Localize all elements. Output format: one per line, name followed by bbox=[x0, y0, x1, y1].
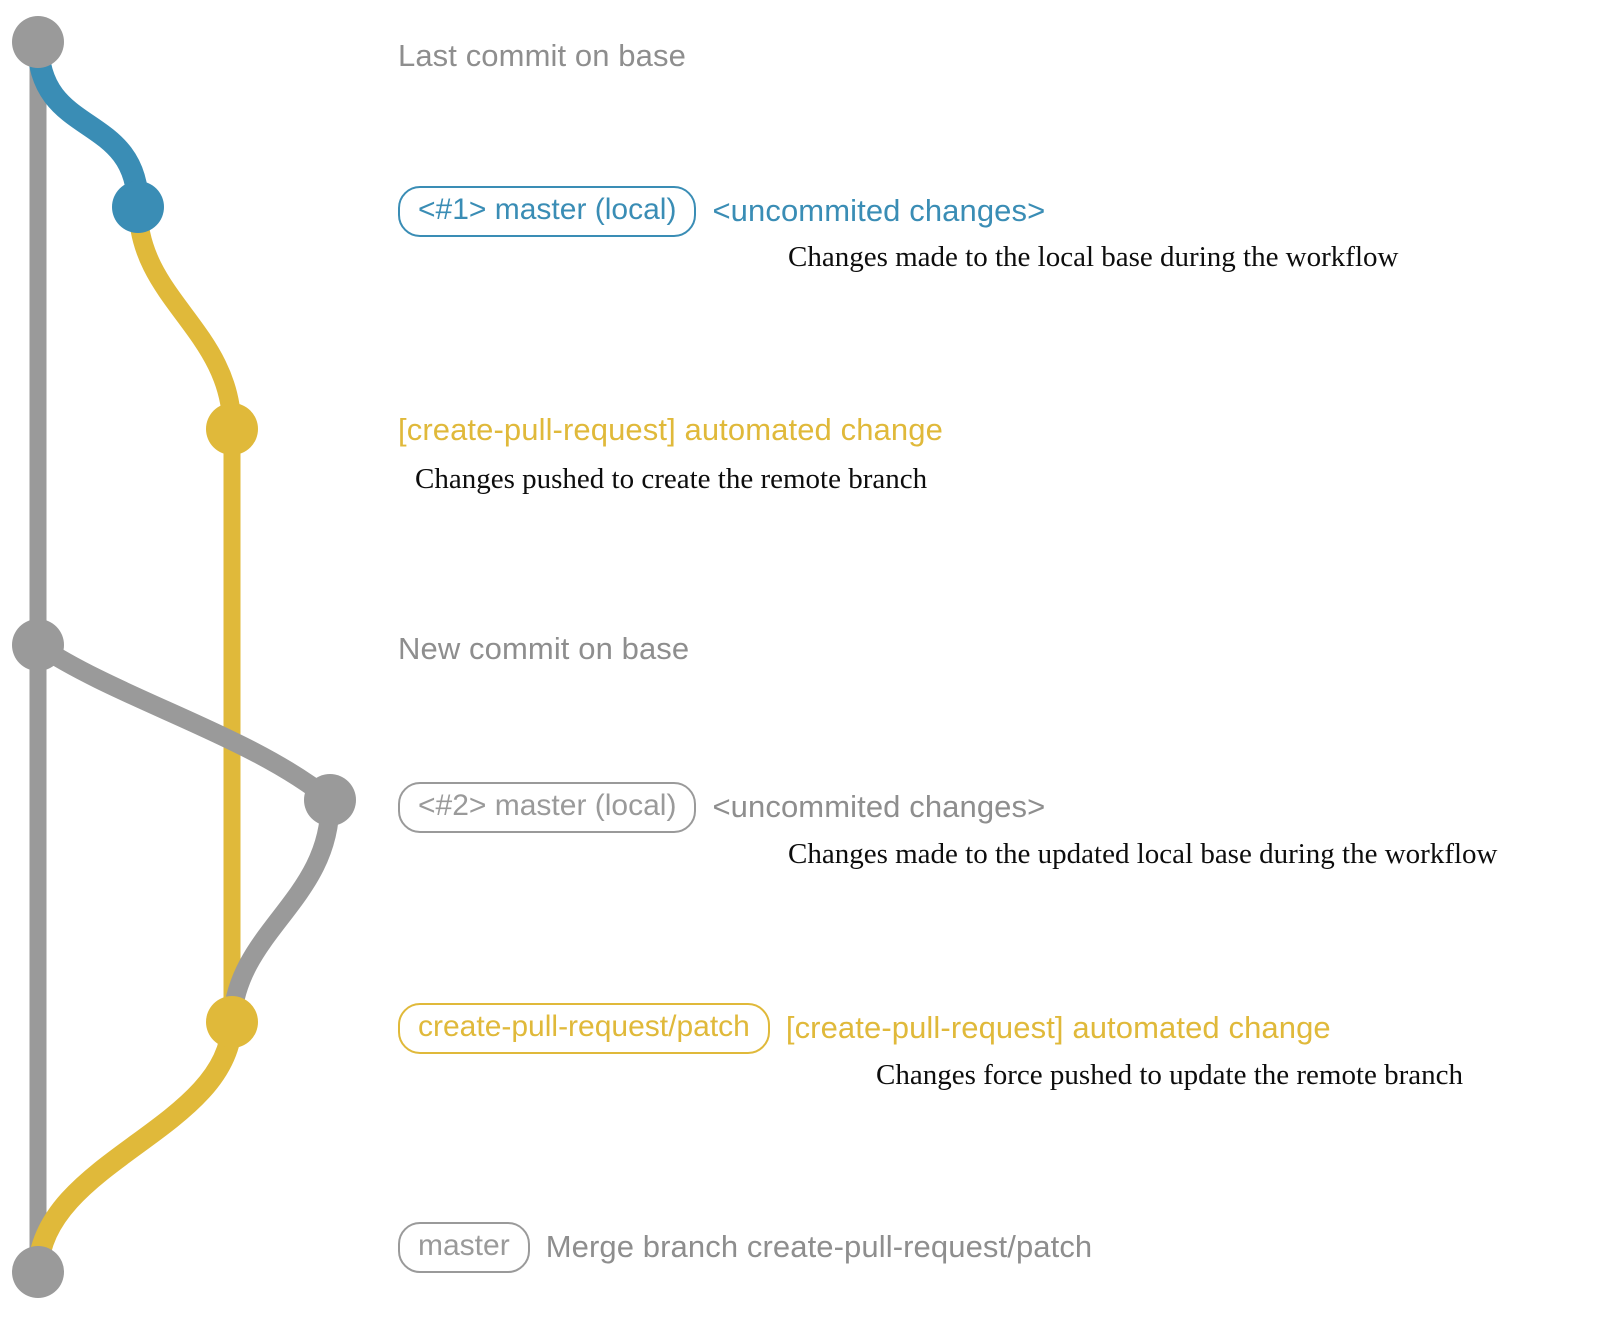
ref-badge-master-local-2[interactable]: <#2> master (local) bbox=[398, 782, 697, 833]
commit-description-patch-1: Changes pushed to create the remote bran… bbox=[415, 463, 928, 495]
commit-row-patch-1: [create-pull-request] automated change bbox=[398, 412, 943, 448]
commit-row-patch-2: create-pull-request/patch [create-pull-r… bbox=[398, 1003, 1331, 1054]
commit-description-patch-2: Changes force pushed to update the remot… bbox=[876, 1059, 1464, 1091]
commit-description-local-2: Changes made to the updated local base d… bbox=[788, 838, 1498, 870]
commit-subject: [create-pull-request] automated change bbox=[398, 412, 943, 447]
commit-node-patch-2 bbox=[206, 996, 258, 1048]
commit-row-merge: master Merge branch create-pull-request/… bbox=[398, 1222, 1092, 1273]
commit-subject: <uncommited changes> bbox=[712, 789, 1046, 825]
commit-row-local-2: <#2> master (local) <uncommited changes> bbox=[398, 782, 1045, 833]
commit-row-new-commit-on-base: New commit on base bbox=[398, 631, 689, 667]
edge-patch-2-to-merge bbox=[27, 1011, 243, 1283]
edge-base-to-local-1 bbox=[27, 31, 149, 218]
commit-subject: Last commit on base bbox=[398, 38, 686, 73]
commit-node-patch-1 bbox=[206, 403, 258, 455]
ref-badge-master-local-1[interactable]: <#1> master (local) bbox=[398, 186, 697, 237]
commit-row-local-1: <#1> master (local) <uncommited changes> bbox=[398, 186, 1045, 237]
commit-node-local-1 bbox=[112, 181, 164, 233]
commit-row-last-commit-on-base: Last commit on base bbox=[398, 38, 686, 74]
edge-local-1-to-patch-1 bbox=[128, 197, 242, 439]
commit-node-local-2 bbox=[304, 774, 356, 826]
commit-node-merge bbox=[12, 1246, 64, 1298]
commit-node-base-new bbox=[12, 619, 64, 671]
ref-badge-master[interactable]: master bbox=[398, 1222, 530, 1273]
commit-node-base-last bbox=[12, 16, 64, 68]
commit-subject: New commit on base bbox=[398, 631, 690, 666]
edge-local-2-to-patch-2 bbox=[222, 790, 340, 1032]
commit-subject: Merge branch create-pull-request/patch bbox=[545, 1229, 1093, 1265]
edge-base-new-to-local-2 bbox=[28, 635, 340, 810]
commit-subject: <uncommited changes> bbox=[712, 193, 1046, 229]
commit-subject: [create-pull-request] automated change bbox=[785, 1010, 1331, 1046]
ref-badge-create-pull-request-patch[interactable]: create-pull-request/patch bbox=[398, 1003, 770, 1054]
git-graph bbox=[12, 16, 356, 1298]
commit-description-local-1: Changes made to the local base during th… bbox=[788, 241, 1399, 273]
